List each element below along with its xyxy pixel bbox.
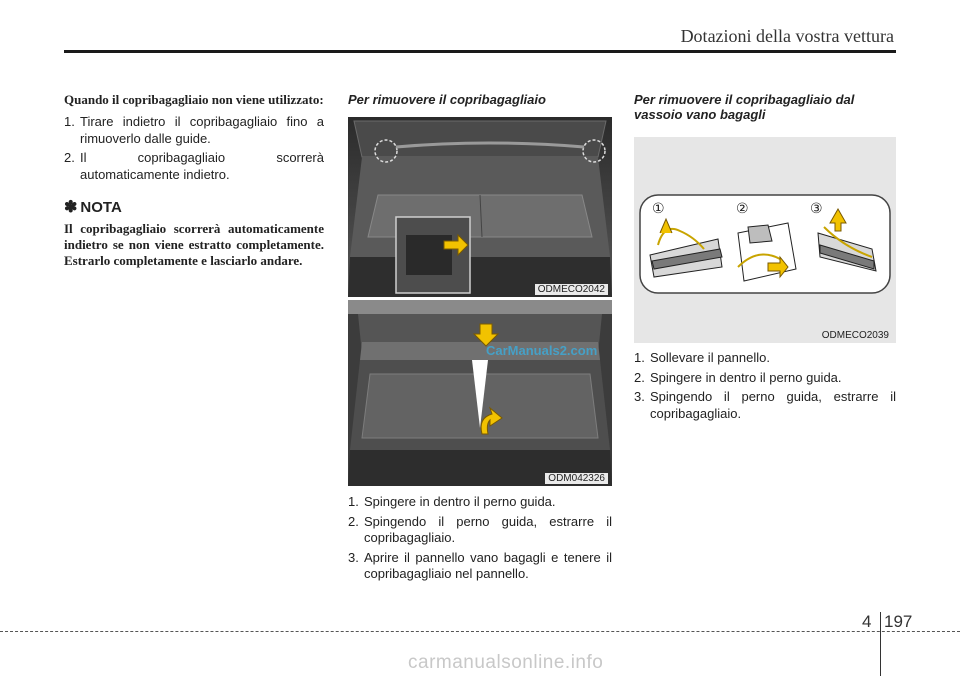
list-item-number: 1. bbox=[348, 494, 359, 509]
list-item: 1. Sollevare il pannello. bbox=[634, 350, 896, 367]
list-item-text: Spingere in dentro il perno guida. bbox=[650, 369, 842, 385]
step-marker-2: ② bbox=[736, 201, 749, 217]
list-item: 2. Spingere in dentro il perno guida. bbox=[634, 370, 896, 387]
page-number: 197 bbox=[884, 612, 913, 631]
list-item-number: 3. bbox=[634, 389, 645, 404]
note-star-icon: ✽ bbox=[64, 199, 78, 216]
list-item-text: Spingendo il perno guida, estrarre il co… bbox=[650, 389, 896, 421]
list-item-number: 2. bbox=[634, 369, 645, 385]
header-rule bbox=[64, 50, 896, 53]
step-marker-3: ③ bbox=[810, 201, 823, 217]
footer-rule bbox=[0, 631, 960, 632]
list-item-number: 1. bbox=[634, 350, 645, 365]
list-item-number: 2. bbox=[348, 513, 359, 529]
site-watermark: carmanualsonline.info bbox=[408, 652, 604, 673]
column-1: Quando il copribagagliaio non viene util… bbox=[64, 92, 324, 269]
column-3-steps: 1. Sollevare il pannello. 2. Spingere in d… bbox=[634, 350, 896, 425]
cover-removal-illustration: ① ② ③ bbox=[639, 194, 891, 294]
trunk-cover-illustration bbox=[348, 117, 612, 297]
cover-removal-diagram: ① ② ③ ODMECO2039 bbox=[634, 137, 896, 343]
watermark-text: CarManuals2.com bbox=[486, 343, 598, 358]
footer-divider bbox=[880, 612, 881, 676]
list-item: 1. Spingere in dentro il perno guida. bbox=[348, 494, 612, 511]
column-3: Per rimuovere il copribagagliaio dal vas… bbox=[634, 92, 896, 122]
note-label: NOTA bbox=[80, 198, 122, 216]
trunk-panel-photo: ODM042326 bbox=[348, 300, 612, 486]
list-item: 2. Spingendo il perno guida, estrarre il … bbox=[348, 514, 612, 547]
note-heading: ✽ NOTA bbox=[64, 197, 324, 217]
column-2: Per rimuovere il copribagagliaio bbox=[348, 92, 612, 107]
steps-list: 1. Sollevare il pannello. 2. Spingere in d… bbox=[634, 350, 896, 422]
list-item-text: Spingendo il perno guida, estrarre il co… bbox=[364, 513, 612, 546]
chapter-number: 4 bbox=[862, 612, 872, 631]
list-item-text: Spingere in dentro il perno guida. bbox=[364, 494, 556, 509]
running-header: Dotazioni della vostra vettura bbox=[680, 26, 894, 46]
step-1-drawing bbox=[649, 217, 723, 278]
trunk-panel-illustration bbox=[348, 300, 612, 486]
list-item: 3. Spingendo il perno guida, estrarre il … bbox=[634, 389, 896, 422]
list-item-number: 1. bbox=[64, 114, 75, 129]
figure-caption: ODMECO2042 bbox=[534, 284, 608, 295]
step-2-drawing bbox=[737, 222, 797, 282]
list-item-number: 2. bbox=[64, 150, 75, 165]
list-item-text: Il copribagagliaio scorrerà automaticame… bbox=[80, 150, 324, 182]
list-item-text: Tirare indietro il copribagagliaio fino … bbox=[80, 114, 324, 146]
figure-caption: ODMECO2039 bbox=[821, 330, 889, 341]
list-item-text: Sollevare il pannello. bbox=[650, 350, 770, 365]
figure-caption: ODM042326 bbox=[545, 473, 608, 484]
section-title: Per rimuovere il copribagagliaio bbox=[348, 92, 546, 107]
trunk-cover-photo: ODMECO2042 bbox=[348, 117, 612, 297]
column-2-steps: 1. Spingere in dentro il perno guida. 2. S… bbox=[348, 494, 612, 586]
section-title: Per rimuovere il copribagagliaio dal vas… bbox=[634, 92, 855, 122]
list-item-number: 3. bbox=[348, 549, 359, 565]
step-3-drawing bbox=[817, 207, 877, 272]
step-marker-1: ① bbox=[652, 201, 665, 217]
list-item-text: Aprire il pannello vano bagagli e tenere… bbox=[364, 549, 612, 582]
steps-list: 1. Tirare indietro il copribagagliaio fin… bbox=[64, 114, 324, 183]
list-item: 2. Il copribagagliaio scorrerà automatica… bbox=[64, 150, 324, 183]
steps-list: 1. Spingere in dentro il perno guida. 2. S… bbox=[348, 494, 612, 583]
section-heading: Quando il copribagagliaio non viene util… bbox=[64, 92, 324, 107]
note-text: Il copribagagliaio scorrerà automaticame… bbox=[64, 221, 324, 268]
list-item: 1. Tirare indietro il copribagagliaio fin… bbox=[64, 114, 324, 147]
list-item: 3. Aprire il pannello vano bagagli e tene… bbox=[348, 550, 612, 583]
